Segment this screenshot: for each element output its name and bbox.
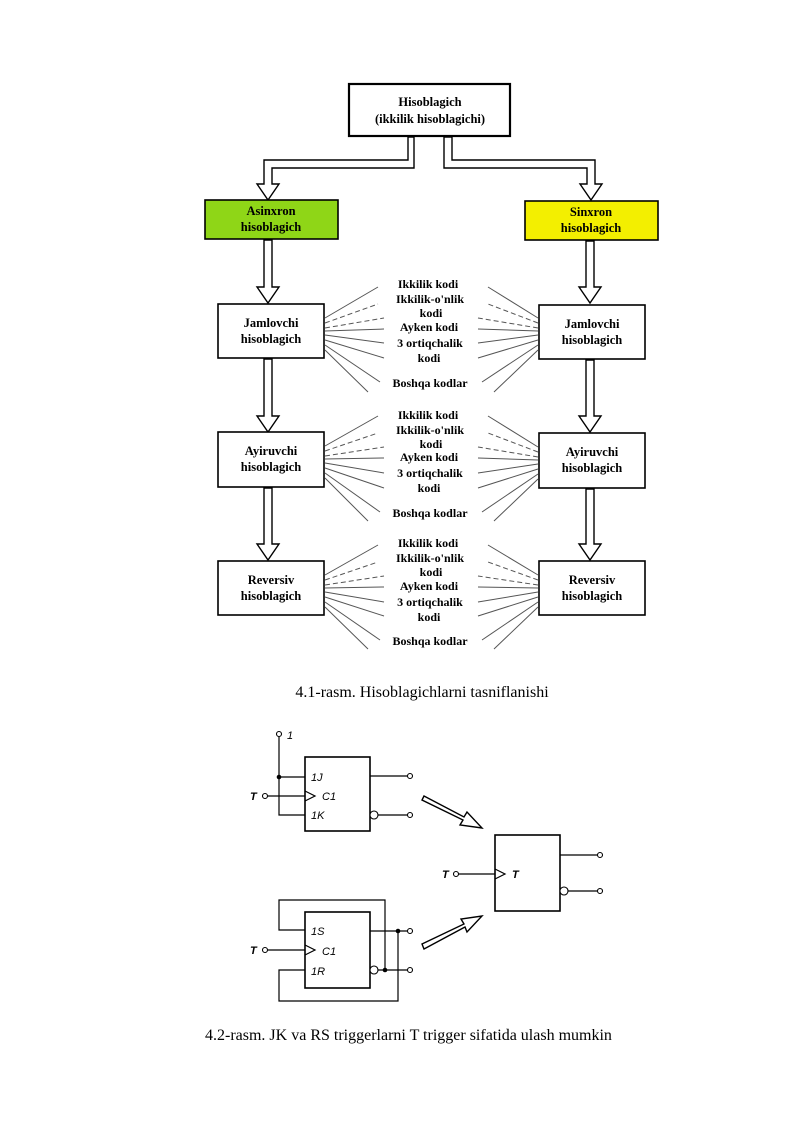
counter-root-box [347, 82, 512, 138]
jk-trigger: 1 T 1J C1 1K [250, 730, 414, 832]
sync-counter-box [524, 200, 659, 241]
figure-2-caption: 4.2-rasm. JK va RS triggerlarni T trigge… [205, 1027, 612, 1044]
code-label: Ikkilik kodi [398, 408, 459, 422]
left-summing-counter-label-2: hisoblagich [241, 332, 301, 346]
right-reversible-counter-label-2: hisoblagich [562, 589, 622, 603]
left-subtracting-counter-box [217, 431, 325, 488]
code-label: kodi [420, 306, 443, 320]
left-summing-counter-box [217, 303, 325, 359]
jk-input-one-label: 1 [287, 730, 293, 742]
right-reversible-counter-box [538, 560, 646, 616]
counter-root-title: Hisoblagich [398, 95, 461, 109]
arrow-rs-to-t [421, 915, 484, 950]
right-subtracting-counter-box [538, 432, 646, 489]
code-label: 3 ortiqchalik [397, 466, 463, 480]
split-arrow-right [443, 136, 604, 202]
jk-pin-j: 1J [311, 772, 323, 784]
left-reversible-counter-label-1: Reversiv [248, 573, 295, 587]
right-subtracting-counter-label-2: hisoblagich [562, 461, 622, 475]
code-label: kodi [420, 565, 443, 579]
jk-input-t-label: T [250, 791, 258, 803]
code-label: Boshqa kodlar [392, 506, 468, 520]
right-reversible-counter-label-1: Reversiv [569, 573, 616, 587]
flow-arrows [255, 239, 603, 562]
code-label: 3 ortiqchalik [397, 336, 463, 350]
jk-pin-c: C1 [322, 791, 336, 803]
right-subtracting-counter-label-1: Ayiruvchi [566, 445, 619, 459]
code-label: kodi [418, 481, 441, 495]
code-fan-group-3: Ikkilik kodi Ikkilik-o'nlik kodi Ayken k… [324, 536, 539, 650]
right-summing-counter-label-2: hisoblagich [562, 333, 622, 347]
left-reversible-counter-box [217, 560, 325, 616]
code-label: Ayken kodi [400, 579, 459, 593]
right-summing-counter-label-1: Jamlovchi [565, 317, 620, 331]
right-summing-counter-box [538, 304, 646, 360]
code-label: Ikkilik-o'nlik [396, 292, 464, 306]
code-label: kodi [418, 351, 441, 365]
classification-diagram: Hisoblagich (ikkilik hisoblagichi) Asinx… [204, 82, 659, 650]
figure-1-caption: 4.1-rasm. Hisoblagichlarni tasniflanishi [295, 684, 549, 701]
t-input-label: T [442, 869, 450, 881]
arrow-jk-to-t [421, 795, 484, 829]
rs-pin-s: 1S [311, 926, 325, 938]
code-label: Ayken kodi [400, 450, 459, 464]
code-fan-group-1: Ikkilik kodi Ikkilik-o'nlik kodi Ayken k… [324, 277, 539, 393]
left-subtracting-counter-label-2: hisoblagich [241, 460, 301, 474]
code-label: kodi [420, 437, 443, 451]
left-reversible-counter-label-2: hisoblagich [241, 589, 301, 603]
rs-trigger: T 1S C1 1R [250, 899, 414, 1002]
code-label: Ikkilik kodi [398, 536, 459, 550]
async-counter-label-2: hisoblagich [241, 220, 301, 234]
left-subtracting-counter-label-1: Ayiruvchi [245, 444, 298, 458]
async-counter-label-1: Asinxron [246, 204, 295, 218]
code-label: kodi [418, 610, 441, 624]
jk-trigger-box [304, 756, 371, 832]
code-label: Ayken kodi [400, 320, 459, 334]
code-label: Boshqa kodlar [392, 376, 468, 390]
t-trigger-box [494, 834, 561, 912]
sync-counter-label-2: hisoblagich [561, 221, 621, 235]
code-label: Ikkilik-o'nlik [396, 423, 464, 437]
split-arrow-left [255, 136, 415, 202]
sync-counter-label-1: Sinxron [570, 205, 612, 219]
rs-input-t-label: T [250, 945, 258, 957]
code-label: Boshqa kodlar [392, 634, 468, 648]
code-label: Ikkilik-o'nlik [396, 551, 464, 565]
counter-root-subtitle: (ikkilik hisoblagichi) [375, 112, 485, 126]
code-label: Ikkilik kodi [398, 277, 459, 291]
t-trigger: T T [442, 834, 604, 912]
async-counter-box [204, 199, 339, 240]
rs-pin-c: C1 [322, 946, 336, 958]
t-pin-t: T [512, 869, 520, 881]
code-label: 3 ortiqchalik [397, 595, 463, 609]
rs-pin-r: 1R [311, 966, 325, 978]
jk-pin-k: 1K [311, 810, 325, 822]
left-summing-counter-label-1: Jamlovchi [244, 316, 299, 330]
trigger-circuit-diagram: 1 T 1J C1 1K [250, 730, 604, 1002]
code-fan-group-2: Ikkilik kodi Ikkilik-o'nlik kodi Ayken k… [324, 408, 539, 522]
